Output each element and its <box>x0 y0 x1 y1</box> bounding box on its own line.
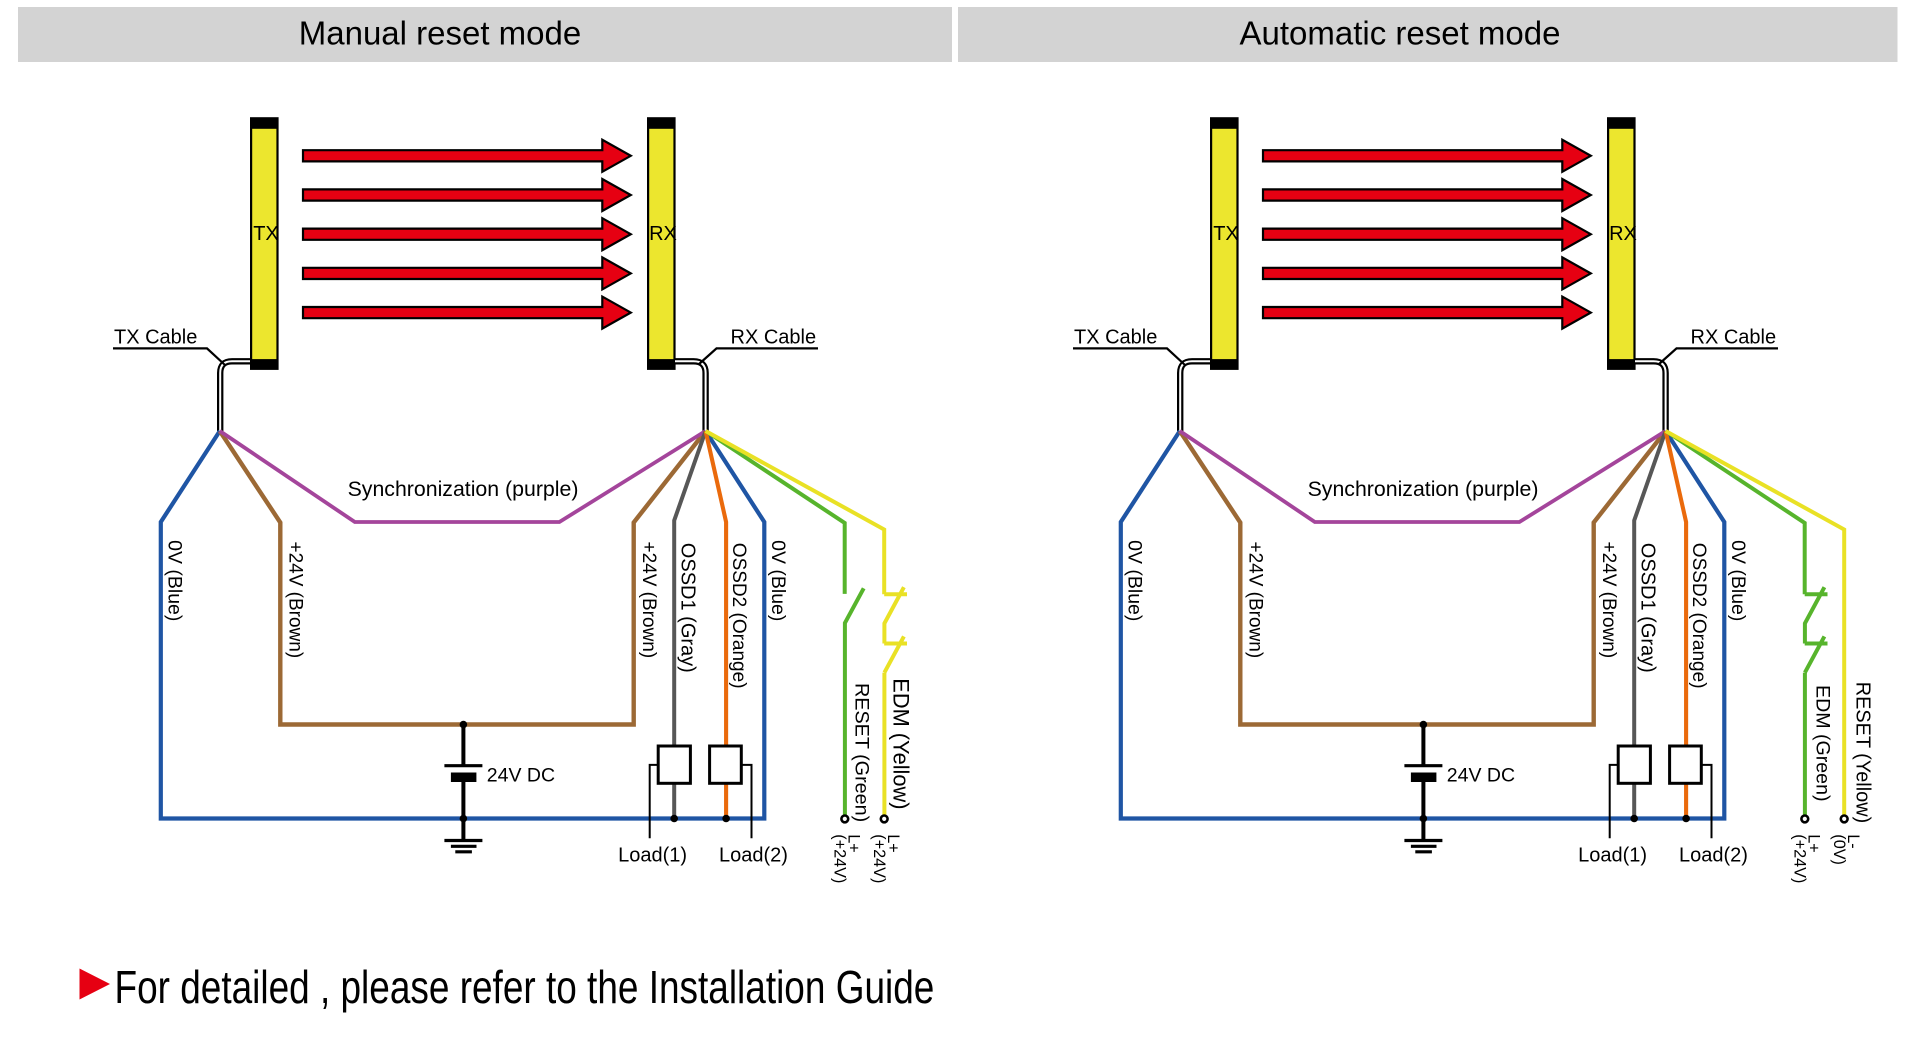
svg-text:EDM (Green): EDM (Green) <box>1812 685 1834 802</box>
svg-text:EDM (Yellow): EDM (Yellow) <box>889 678 914 809</box>
svg-text:RESET (Green): RESET (Green) <box>851 683 873 822</box>
svg-text:For detailed , please refer to: For detailed , please refer to the Insta… <box>115 961 935 1013</box>
svg-text:Manual reset mode: Manual reset mode <box>299 15 581 52</box>
svg-text:RESET (Yellow): RESET (Yellow) <box>1852 682 1874 824</box>
svg-text:L+(+24V): L+(+24V) <box>831 834 863 883</box>
svg-text:Automatic reset mode: Automatic reset mode <box>1240 15 1561 52</box>
svg-text:L+(+24V): L+(+24V) <box>870 834 902 883</box>
svg-text:L-(0V): L-(0V) <box>1830 834 1862 865</box>
svg-text:L+(+24V): L+(+24V) <box>1791 834 1823 883</box>
